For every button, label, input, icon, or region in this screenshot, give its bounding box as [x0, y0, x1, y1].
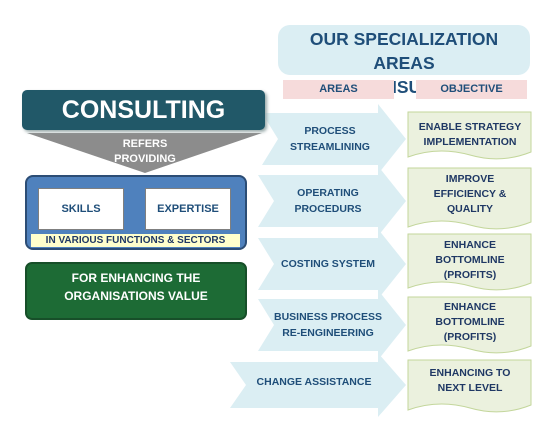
specialization-title: OUR SPECIALIZATION AREAS (IN CONSULTING)	[278, 25, 530, 97]
area-label-2-line2: PROCEDURS	[294, 203, 362, 215]
objective-label-4-line3: (PROFITS)	[443, 330, 497, 343]
objective-label-2: IMPROVE EFFICIENCY & QUALITY	[410, 170, 530, 218]
area-arrows	[230, 104, 406, 417]
value-text-line2: ORGANISATIONS VALUE	[64, 289, 208, 303]
area-label-3: COSTING SYSTEM	[272, 243, 384, 285]
objective-box-3	[407, 233, 532, 291]
objective-label-2-line3: QUALITY	[446, 202, 494, 215]
objective-label-5-line1: ENHANCING TO	[429, 367, 511, 379]
area-label-5: CHANGE ASSISTANCE	[244, 366, 384, 398]
area-label-1: PROCESS STREAMLINING	[280, 118, 380, 160]
objective-label-4-line1: ENHANCE	[444, 300, 496, 313]
area-label-4: BUSINESS PROCESS RE-ENGINEERING	[270, 304, 386, 346]
expertise-scroll: EXPERTISE	[145, 188, 231, 230]
objective-boxes	[407, 111, 532, 413]
consulting-banner: CONSULTING	[22, 90, 265, 130]
objective-label-3-line3: (PROFITS)	[443, 268, 497, 281]
objective-label-3-line1: ENHANCE	[444, 238, 496, 251]
area-label-4-line1: BUSINESS PROCESS	[274, 311, 382, 323]
area-arrow-1	[262, 104, 406, 174]
objective-label-4-line2: BOTTOMLINE	[435, 315, 505, 328]
area-label-2-line1: OPERATING	[297, 187, 359, 199]
functions-sectors-strip: IN VARIOUS FUNCTIONS & SECTORS	[31, 234, 240, 247]
objective-box-4	[407, 296, 532, 354]
objective-label-4: ENHANCE BOTTOMLINE (PROFITS)	[410, 298, 530, 346]
objective-box-5	[407, 359, 532, 413]
area-label-4-line2: RE-ENGINEERING	[282, 327, 374, 339]
objective-label-2-line2: EFFICIENCY &	[433, 187, 507, 200]
refers-providing-text: REFERS PROVIDING	[90, 137, 200, 167]
objective-label-1-line2: IMPLEMENTATION	[423, 136, 517, 148]
area-arrow-4	[258, 290, 406, 360]
skills-scroll: SKILLS	[38, 188, 124, 230]
objective-label-3-line2: BOTTOMLINE	[435, 253, 505, 266]
area-label-2: OPERATING PROCEDURS	[276, 180, 380, 222]
objective-label-5: ENHANCING TO NEXT LEVEL	[410, 363, 530, 399]
objective-label-1: ENABLE STRATEGY IMPLEMENTATION	[410, 115, 530, 155]
column-header-objective: OBJECTIVE	[416, 80, 527, 99]
objective-box-1	[407, 111, 532, 160]
objective-label-1-line1: ENABLE STRATEGY	[418, 121, 522, 133]
refers-text-line2: PROVIDING	[114, 153, 176, 165]
area-label-1-line2: STREAMLINING	[290, 141, 370, 153]
area-label-5-line1: CHANGE ASSISTANCE	[256, 376, 372, 388]
objective-label-3: ENHANCE BOTTOMLINE (PROFITS)	[410, 236, 530, 284]
column-header-areas: AREAS	[283, 80, 394, 99]
objective-box-2	[407, 167, 532, 230]
area-label-1-line1: PROCESS	[304, 125, 356, 137]
refers-triangle	[27, 133, 262, 173]
refers-text-line1: REFERS	[122, 138, 168, 150]
enhancing-value-panel	[25, 262, 247, 320]
area-label-3-line1: COSTING SYSTEM	[281, 258, 375, 270]
area-arrow-3	[258, 229, 406, 299]
value-text-line1: FOR ENHANCING THE	[71, 271, 201, 285]
enhancing-value-text: FOR ENHANCING THE ORGANISATIONS VALUE	[48, 269, 224, 305]
objective-label-2-line1: IMPROVE	[445, 172, 495, 185]
area-arrow-5	[230, 353, 406, 417]
area-arrow-2	[258, 166, 406, 236]
specialization-title-line1: OUR SPECIALIZATION AREAS	[309, 29, 499, 73]
objective-label-5-line2: NEXT LEVEL	[437, 382, 503, 394]
